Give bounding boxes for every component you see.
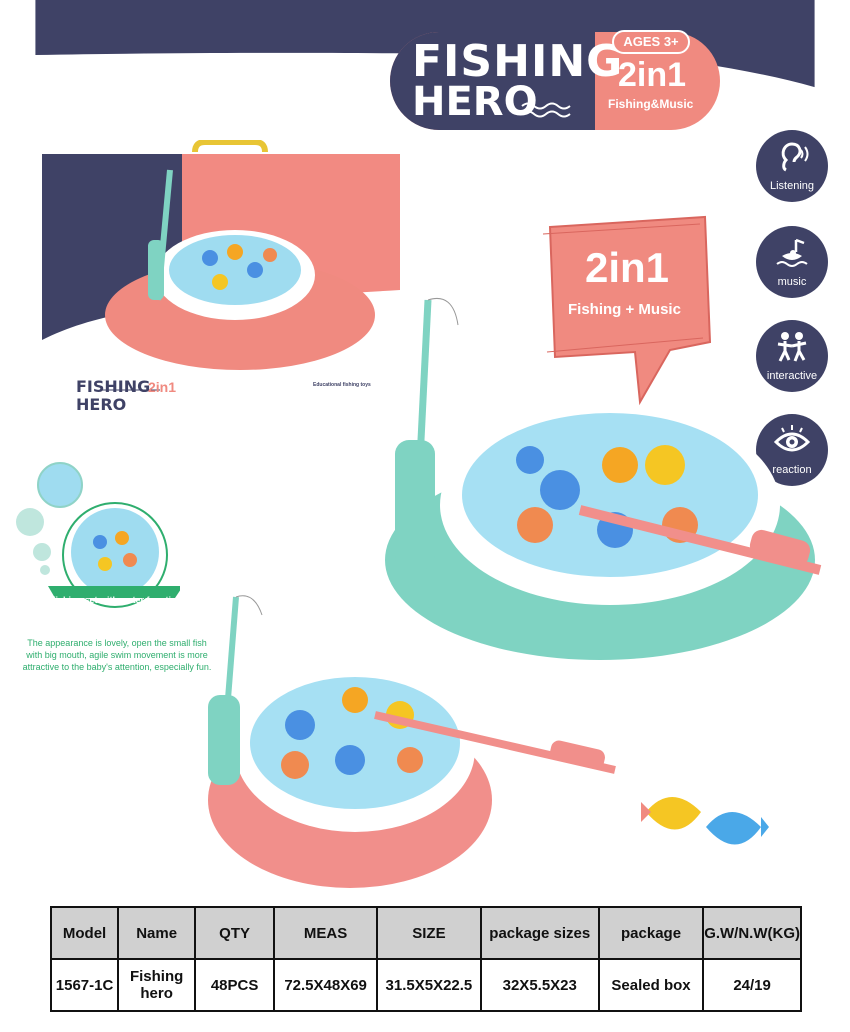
cell-package: Sealed box — [597, 958, 705, 1012]
teal-fishing-toy — [385, 298, 822, 660]
wave-icon — [521, 102, 571, 118]
feature-label: interactive — [766, 370, 818, 382]
loose-fish — [641, 797, 769, 845]
header-meas: MEAS — [272, 906, 379, 960]
cell-meas: 72.5X48X69 — [272, 958, 379, 1012]
header-package: package — [597, 906, 705, 960]
box-logo-line1: FISHING — [76, 377, 151, 396]
header-size: SIZE — [376, 906, 482, 960]
spec-header-row: Model Name QTY MEAS SIZE package sizes p… — [49, 906, 802, 960]
speech-bubble — [542, 215, 712, 406]
logo-2in1: 2in1 — [618, 56, 687, 94]
feature-music: music — [756, 226, 828, 298]
feature-label: music — [777, 276, 807, 288]
header-qty: QTY — [194, 906, 275, 960]
header-model: Model — [49, 906, 120, 960]
feature-listening: Listening — [756, 130, 828, 202]
feature-label: Listening — [769, 180, 815, 192]
box-edu-title: Educational fishing toys — [313, 382, 371, 388]
header-package-sizes: package sizes — [479, 906, 600, 960]
cell-package-sizes: 32X5.5X23 — [479, 958, 600, 1012]
feature-interactive: interactive — [756, 320, 828, 392]
cell-weight: 24/19 — [702, 958, 802, 1012]
cell-size: 31.5X5X22.5 — [376, 958, 482, 1012]
kids-playing-icon — [777, 332, 807, 362]
logo-title-line2: HERO — [412, 79, 538, 125]
ribbon-label: Fishing set with water function — [50, 595, 183, 605]
spec-table: Model Name QTY MEAS SIZE package sizes p… — [49, 906, 802, 1012]
table-row: 1567-1C Fishing hero 48PCS 72.5X48X69 31… — [49, 958, 802, 1012]
product-description: The appearance is lovely, open the small… — [22, 638, 212, 672]
logo-title-line1: FISHING — [412, 36, 624, 87]
box-2in1: 2in1 — [148, 379, 177, 395]
box-logo-line2: HERO — [76, 395, 127, 414]
header-weight: G.W/N.W(KG) — [702, 906, 802, 960]
cell-qty: 48PCS — [194, 958, 275, 1012]
feature-label: reaction — [772, 464, 812, 476]
cell-name: Fishing hero — [117, 958, 197, 1012]
bubble-subtitle: Fishing + Music — [568, 301, 681, 318]
bubble-title: 2in1 — [585, 244, 670, 291]
product-box — [42, 140, 400, 424]
logo-subtitle: Fishing&Music — [608, 97, 694, 111]
logo-title-panel — [390, 32, 595, 130]
cell-model: 1567-1C — [49, 958, 120, 1012]
callout-bubbles — [16, 462, 180, 608]
header-name: Name — [117, 906, 197, 960]
pink-fishing-toy — [208, 595, 616, 888]
music-note-icon — [776, 238, 808, 267]
eye-icon — [774, 425, 810, 452]
ear-icon — [781, 142, 809, 172]
age-badge: AGES 3+ — [612, 30, 690, 54]
